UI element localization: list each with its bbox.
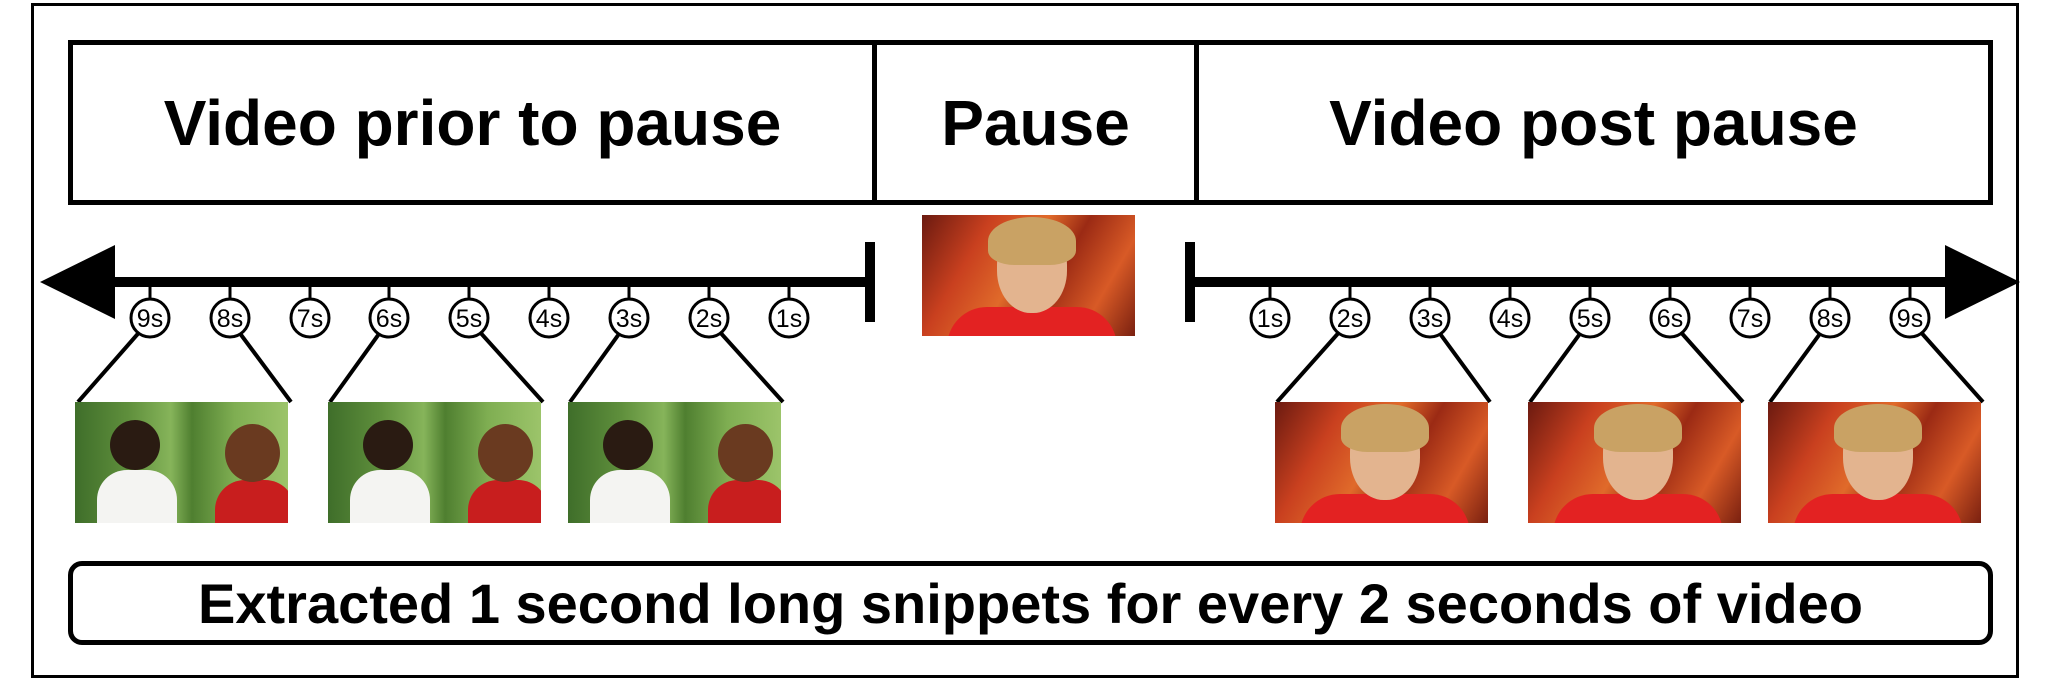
tick-post-1s: 1s [1249, 282, 1291, 339]
tick-prior-6s: 6s [368, 282, 410, 339]
post-snippet-thumbnail-2 [1528, 402, 1741, 523]
tick-prior-7s: 7s [289, 282, 331, 339]
segment-video-post: Video post pause [1194, 45, 1988, 200]
prior-snippet-thumbnail-1 [75, 402, 288, 523]
svg-text:1s: 1s [776, 305, 802, 333]
prior-arrowhead [40, 245, 115, 319]
post-ticks: 1s 2s 3s 4s 5s 6s 7s 8s 9s [1249, 282, 1931, 339]
svg-text:6s: 6s [376, 305, 402, 333]
segment-video-prior: Video prior to pause [163, 86, 782, 159]
tick-post-5s: 5s [1569, 282, 1611, 339]
svg-text:1s: 1s [1257, 305, 1283, 333]
svg-text:7s: 7s [1737, 305, 1763, 333]
tick-prior-2s: 2s [688, 282, 730, 339]
svg-text:9s: 9s [137, 305, 163, 333]
tick-prior-8s: 8s [209, 282, 251, 339]
tick-post-3s: 3s [1409, 282, 1451, 339]
post-snippet-thumbnail-3 [1768, 402, 1981, 523]
svg-text:5s: 5s [456, 305, 482, 333]
prior-snippet-connectors [76, 318, 785, 404]
caption: Extracted 1 second long snippets for eve… [68, 561, 1993, 645]
pause-frame-thumbnail [922, 215, 1135, 336]
svg-text:6s: 6s [1657, 305, 1683, 333]
post-snippet-thumbnail-1 [1275, 402, 1488, 523]
svg-text:5s: 5s [1577, 305, 1603, 333]
svg-text:3s: 3s [616, 305, 642, 333]
svg-text:2s: 2s [1337, 305, 1363, 333]
segment-pause: Pause [872, 45, 1194, 200]
tick-post-2s: 2s [1329, 282, 1371, 339]
tick-prior-1s: 1s [768, 282, 810, 339]
prior-ticks: 9s 8s 7s 6s 5s 4s 3s 2s 1s [129, 282, 810, 339]
timeline-header: Video prior to pause Pause Video post pa… [68, 40, 1993, 205]
prior-snippet-thumbnail-2 [328, 402, 541, 523]
svg-text:8s: 8s [217, 305, 243, 333]
tick-prior-4s: 4s [528, 282, 570, 339]
tick-prior-5s: 5s [448, 282, 490, 339]
tick-post-8s: 8s [1809, 282, 1851, 339]
tick-post-7s: 7s [1729, 282, 1771, 339]
svg-text:8s: 8s [1817, 305, 1843, 333]
post-arrowhead [1945, 245, 2020, 319]
post-snippet-connectors [1275, 318, 1985, 404]
tick-post-4s: 4s [1489, 282, 1531, 339]
svg-text:9s: 9s [1897, 305, 1923, 333]
svg-text:2s: 2s [696, 305, 722, 333]
tick-prior-9s: 9s [129, 282, 171, 339]
tick-post-6s: 6s [1649, 282, 1691, 339]
tick-post-9s: 9s [1889, 282, 1931, 339]
tick-prior-3s: 3s [608, 282, 650, 339]
svg-text:3s: 3s [1417, 305, 1443, 333]
svg-text:7s: 7s [297, 305, 323, 333]
svg-text:4s: 4s [1497, 305, 1523, 333]
svg-text:4s: 4s [536, 305, 562, 333]
prior-snippet-thumbnail-3 [568, 402, 781, 523]
diagram-frame [31, 3, 2019, 678]
